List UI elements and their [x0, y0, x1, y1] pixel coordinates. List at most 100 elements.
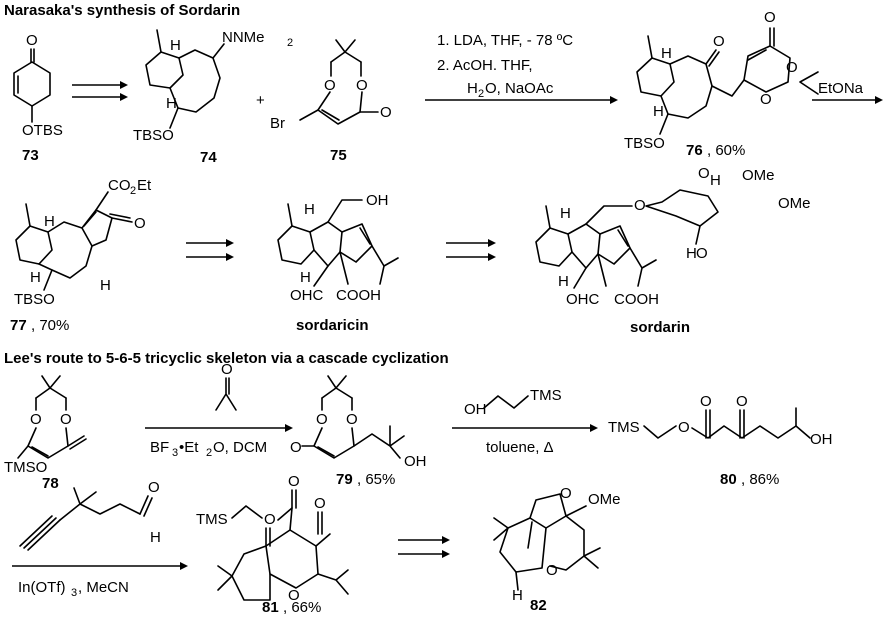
atom-label: O [546, 562, 558, 579]
atom-label: OH [464, 401, 487, 418]
atom-label: OHC [290, 287, 324, 304]
compound-79: O O O OH 79 , 65% [290, 375, 427, 488]
atom-label: O [713, 33, 725, 50]
compound-label-76: 76 [686, 142, 703, 159]
atom-subscript: 2 [130, 185, 136, 197]
compound-81: TMS O O O O 81 , 66% [196, 473, 349, 616]
compound-label-75: 75 [330, 147, 347, 164]
atom-label: O [760, 91, 772, 108]
atom-label: TMS [608, 419, 640, 436]
atom-label: Et [137, 177, 152, 194]
compound-75: O O O Br 75 [270, 39, 392, 164]
condition-subscript: 2 [206, 447, 212, 459]
compound-name-sordarin: sordarin [630, 319, 690, 336]
atom-label: H [170, 37, 181, 54]
reaction-arrow-tms-ethanol: OH TMS toluene, Δ [452, 387, 598, 456]
atom-label: O [148, 479, 160, 496]
condition-text: H [467, 80, 478, 97]
compound-label-80: 80 [720, 471, 737, 488]
atom-label: O [736, 393, 748, 410]
atom-label: O [380, 104, 392, 121]
atom-label: COOH [336, 287, 381, 304]
condition-text: EtONa [818, 80, 864, 97]
atom-label: OHC [566, 291, 600, 308]
atom-label: TBSO [14, 291, 55, 308]
compound-name-sordaricin: sordaricin [296, 317, 369, 334]
atom-label: H [710, 172, 721, 189]
atom-label: OH [366, 192, 389, 209]
atom-label: O [346, 411, 358, 428]
atom-label: OH [404, 453, 427, 470]
reaction-arrow-etona: EtONa [812, 80, 883, 104]
atom-label: O [288, 473, 300, 490]
atom-label: O [356, 77, 368, 94]
atom-label: H [44, 213, 55, 230]
condition-text: •Et [179, 439, 199, 456]
compound-label-79: 79 [336, 471, 353, 488]
reaction-arrow-bf3: O BF 3 •Et 2 O, DCM [145, 361, 293, 459]
atom-label: O [560, 485, 572, 502]
atom-label: O [288, 587, 300, 604]
compound-yield-77: , 70% [31, 317, 69, 334]
plus-sign: + [256, 92, 265, 109]
atom-label: O [26, 32, 38, 49]
compound-yield-76: , 60% [707, 142, 745, 159]
atom-label: H [686, 245, 697, 262]
atom-label: H [304, 201, 315, 218]
atom-label: H [300, 269, 311, 286]
condition-subscript: 3 [71, 587, 77, 599]
condition-text: In(OTf) [18, 579, 66, 596]
condition-text: 1. LDA, THF, - 78 ºC [437, 32, 573, 49]
compound-yield-80: , 86% [741, 471, 779, 488]
compound-label-74: 74 [200, 149, 217, 166]
atom-label: Br [270, 115, 285, 132]
compound-yield-79: , 65% [357, 471, 395, 488]
atom-label: O [60, 411, 72, 428]
multistep-arrow-4 [398, 536, 450, 558]
atom-label: O [290, 439, 302, 456]
compound-77: O CO 2 Et H H H TBSO 77 , 70% [10, 177, 152, 334]
atom-label: TBSO [624, 135, 665, 152]
atom-label: O [700, 393, 712, 410]
atom-label: H [150, 529, 161, 546]
atom-label: O [221, 361, 233, 378]
atom-label: H [512, 587, 523, 604]
compound-73: O OTBS 73 [13, 32, 63, 164]
compound-80: TMS O O O OH 80 , 86% [608, 393, 833, 488]
atom-label: TMS [530, 387, 562, 404]
condition-text: O, NaOAc [485, 80, 554, 97]
atom-label: COOH [614, 291, 659, 308]
atom-label: OMe [778, 195, 811, 212]
atom-label: OH [810, 431, 833, 448]
compound-76: O H H TBSO O O O 76 , 60% [624, 9, 819, 159]
atom-label: O [264, 511, 276, 528]
atom-label: O [698, 165, 710, 182]
atom-label: O [314, 495, 326, 512]
condition-text: toluene, Δ [486, 439, 554, 456]
compound-yield-81: , 66% [283, 599, 321, 616]
atom-label: OTBS [22, 122, 63, 139]
condition-subscript: 3 [172, 447, 178, 459]
atom-label: O [678, 419, 690, 436]
atom-label: CO [108, 177, 131, 194]
condition-text: , MeCN [78, 579, 129, 596]
atom-label: NNMe [222, 29, 265, 46]
compound-label-81: 81 [262, 599, 279, 616]
condition-text: 2. AcOH. THF, [437, 57, 533, 74]
condition-subscript: 2 [478, 88, 484, 100]
compound-sordaricin: OH H H OHC COOH sordaricin [277, 192, 399, 334]
compound-label-73: 73 [22, 147, 39, 164]
compound-78: O O TMSO 78 [4, 375, 87, 492]
atom-label: H [166, 95, 177, 112]
atom-label: H [100, 277, 111, 294]
atom-label: H [560, 205, 571, 222]
multistep-arrow-1 [72, 81, 128, 101]
atom-label: O [316, 411, 328, 428]
compound-label-82: 82 [530, 597, 547, 614]
condition-text: BF [150, 439, 169, 456]
atom-label: O [696, 245, 708, 262]
compound-label-78: 78 [42, 475, 59, 492]
atom-label: H [558, 273, 569, 290]
